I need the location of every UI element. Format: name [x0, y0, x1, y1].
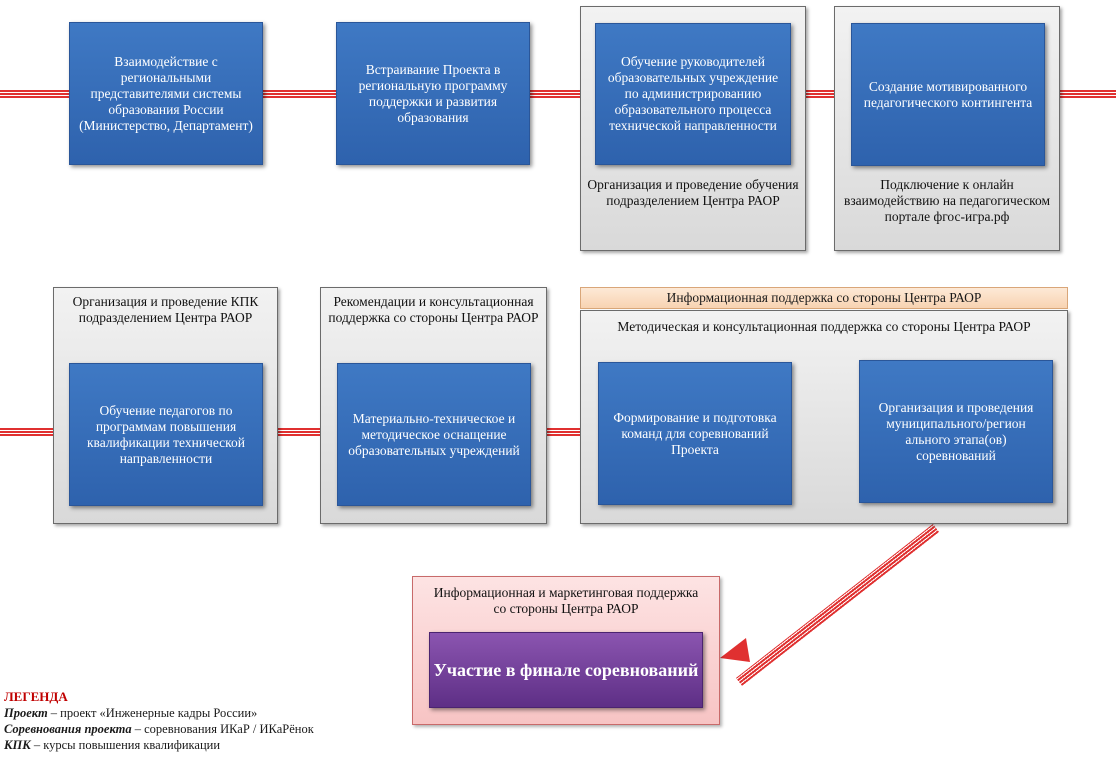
panel-methodical-support: Методическая и консультационная поддержк… — [580, 310, 1068, 524]
box-program-integration: Встраивание Проекта в региональную прогр… — [336, 22, 530, 165]
panel-kpk: Организация и проведение КПК подразделен… — [53, 287, 278, 524]
panel-recommendations: Рекомендации и консультационная поддержк… — [320, 287, 547, 524]
legend-item: Соревнования проекта – соревнования ИКаР… — [4, 721, 314, 737]
legend-item: Проект – проект «Инженерные кадры России… — [4, 705, 314, 721]
box-interaction-regions: Взаимодействие с региональными представи… — [69, 22, 263, 165]
legend-definition: – соревнования ИКаР / ИКаРёнок — [131, 722, 314, 736]
panel-methodical-support-caption: Методическая и консультационная поддержк… — [617, 319, 1031, 334]
box-material-equipment: Материально-техническое и методическое о… — [337, 363, 531, 506]
legend-term: Соревнования проекта — [4, 722, 132, 736]
connector-to-final — [735, 524, 940, 686]
panel-final-caption: Информационная и маркетинговая поддержка… — [433, 585, 699, 616]
legend-term: Проект — [4, 706, 48, 720]
legend-definition: – курсы повышения квалификации — [30, 738, 221, 752]
legend-title: ЛЕГЕНДА — [4, 689, 68, 704]
legend-item: КПК – курсы повышения квалификации — [4, 737, 314, 753]
box-program-integration-label: Встраивание Проекта в региональную прогр… — [358, 61, 508, 125]
box-final-participation-label: Участие в финале соревнований — [433, 660, 699, 680]
box-teacher-contingent: Создание мотивированного педагогического… — [851, 23, 1045, 166]
panel-teacher-contingent: Создание мотивированного педагогического… — [834, 6, 1060, 251]
box-teacher-training: Обучение педагогов по программам повышен… — [69, 363, 263, 506]
box-teacher-contingent-label: Создание мотивированного педагогического… — [863, 78, 1033, 110]
panel-leader-training-caption: Организация и проведение обучения подраз… — [587, 177, 799, 208]
connector-row1 — [0, 90, 1116, 99]
panel-teacher-contingent-caption: Подключение к онлайн взаимодействию на п… — [843, 177, 1051, 224]
info-support-bar: Информационная поддержка со стороны Цент… — [580, 287, 1068, 309]
panel-recommendations-caption: Рекомендации и консультационная поддержк… — [328, 294, 539, 325]
panel-final: Информационная и маркетинговая поддержка… — [412, 576, 720, 725]
arrow-head-icon — [720, 638, 750, 662]
box-interaction-regions-label: Взаимодействие с региональными представи… — [79, 53, 253, 133]
box-material-equipment-label: Материально-техническое и методическое о… — [348, 410, 520, 458]
legend-term: КПК — [4, 738, 31, 752]
legend-definition: – проект «Инженерные кадры России» — [47, 706, 258, 720]
legend: ЛЕГЕНДА Проект – проект «Инженерные кадр… — [4, 689, 314, 753]
box-leader-training: Обучение руководителей образовательных у… — [595, 23, 791, 165]
box-leader-training-label: Обучение руководителей образовательных у… — [607, 54, 779, 133]
box-final-participation: Участие в финале соревнований — [429, 632, 703, 708]
box-team-formation: Формирование и подготовка команд для сор… — [598, 362, 792, 505]
box-teacher-training-label: Обучение педагогов по программам повышен… — [86, 402, 246, 466]
box-team-formation-label: Формирование и подготовка команд для сор… — [613, 409, 777, 457]
panel-leader-training: Обучение руководителей образовательных у… — [580, 6, 806, 251]
box-municipal-stage-label: Организация и проведения муниципального/… — [878, 399, 1034, 463]
panel-kpk-caption: Организация и проведение КПК подразделен… — [72, 294, 259, 325]
box-municipal-stage: Организация и проведения муниципального/… — [859, 360, 1053, 503]
